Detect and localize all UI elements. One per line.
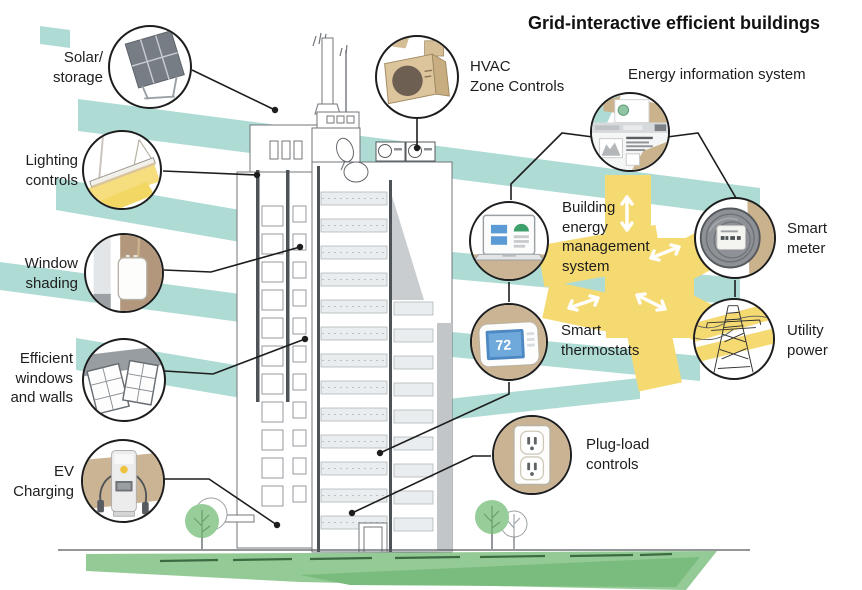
hvac-unit-icon bbox=[384, 37, 450, 105]
plug-load-controls-label: Plug-load controls bbox=[586, 436, 650, 473]
ground bbox=[58, 497, 750, 590]
utility-power-label: Utility power bbox=[787, 322, 828, 359]
utility-power-circle bbox=[693, 298, 775, 380]
lighting-controls-circle bbox=[82, 130, 162, 210]
transmission-tower-icon bbox=[695, 301, 773, 373]
connector-eis-meter bbox=[666, 132, 737, 199]
thermostat-icon: 72 bbox=[472, 305, 546, 379]
efficient-windows-circle bbox=[82, 338, 166, 422]
bems-label: Building energy management system bbox=[562, 199, 650, 275]
solar-storage-label: Solar/ storage bbox=[52, 49, 103, 86]
connector-plugload-building bbox=[351, 455, 491, 514]
connector-lighting bbox=[162, 170, 258, 176]
smart-thermostats-circle: 72 bbox=[470, 303, 548, 381]
connector-window-shading bbox=[163, 246, 301, 273]
ev-charging-circle bbox=[81, 439, 165, 523]
window-shade-icon bbox=[93, 235, 162, 311]
smart-thermostats-label: Smart thermostats bbox=[561, 322, 640, 359]
laptop-icon bbox=[471, 214, 547, 279]
light-fixture-icon bbox=[85, 135, 160, 208]
efficient-windows-walls-label: Efficient windows and walls bbox=[10, 350, 73, 406]
solar-storage-circle bbox=[108, 25, 192, 109]
smart-meter-circle bbox=[694, 197, 776, 279]
connector-ev bbox=[164, 478, 278, 526]
window-shading-label: Window shading bbox=[24, 255, 78, 292]
thermostat-reading: 72 bbox=[495, 337, 512, 354]
plug-load-controls-circle bbox=[492, 415, 572, 495]
dashboard-icon bbox=[592, 94, 668, 170]
open-window-icon bbox=[84, 345, 164, 415]
window-shading-circle bbox=[84, 233, 164, 313]
energy-information-system-circle bbox=[590, 92, 670, 172]
hvac-zone-controls-label: HVAC Zone Controls bbox=[470, 58, 565, 95]
energy-flow-arrows bbox=[567, 195, 681, 312]
lawn-swoosh-dark bbox=[300, 557, 700, 587]
diagram-title: Grid-interactive efficient buildings bbox=[528, 13, 821, 33]
connector-solar bbox=[191, 69, 276, 111]
smart-meter-icon bbox=[696, 199, 774, 276]
outlet-icon bbox=[494, 417, 570, 493]
ev-charger-icon bbox=[83, 450, 163, 517]
connector-efficient-windows bbox=[164, 338, 306, 375]
energy-information-system-label: Energy information system bbox=[628, 66, 806, 83]
connector-eis-bems bbox=[510, 132, 594, 200]
connectors bbox=[162, 69, 737, 529]
solar-panel-icon bbox=[124, 30, 185, 100]
bems-circle bbox=[469, 201, 549, 281]
ev-charging-label: EV Charging bbox=[13, 463, 74, 500]
tree bbox=[475, 500, 528, 549]
smart-meter-label: Smart meter bbox=[787, 220, 828, 257]
lawn-dashes bbox=[159, 552, 673, 563]
lighting-controls-label: Lighting controls bbox=[25, 152, 78, 189]
hvac-zone-controls-circle bbox=[375, 35, 459, 119]
tree bbox=[185, 497, 228, 549]
connector-thermostat-building bbox=[379, 382, 510, 454]
